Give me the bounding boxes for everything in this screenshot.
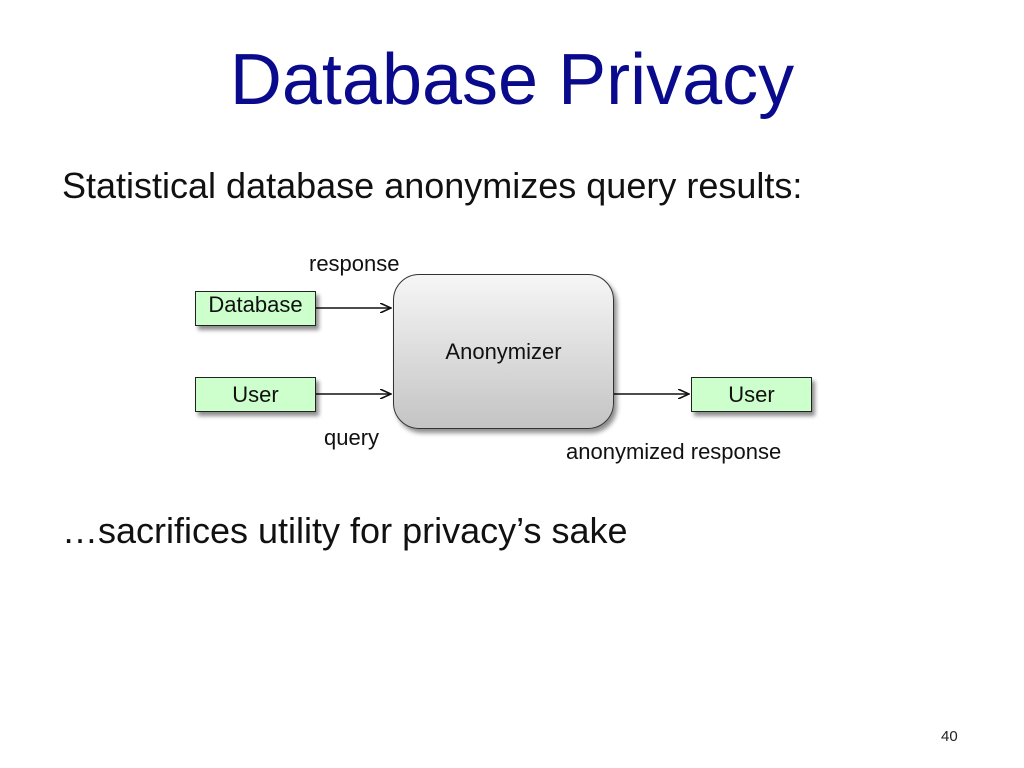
bullet-sacrifices-utility: …sacrifices utility for privacy’s sake: [62, 510, 628, 551]
bullet-statistical-database: Statistical database anonymizes query re…: [62, 165, 803, 206]
anonymizer-node: Anonymizer: [393, 274, 614, 429]
user-node-recipient: User: [691, 377, 812, 412]
slide-title: Database Privacy: [229, 40, 795, 120]
edge-label-anonymized-response: anonymized response: [566, 439, 782, 464]
user-node-source: User: [195, 377, 316, 412]
edge-label-query: query: [324, 425, 380, 450]
database-node: Database: [195, 291, 316, 326]
page-number: 40: [941, 728, 958, 745]
edge-label-response: response: [309, 251, 400, 276]
